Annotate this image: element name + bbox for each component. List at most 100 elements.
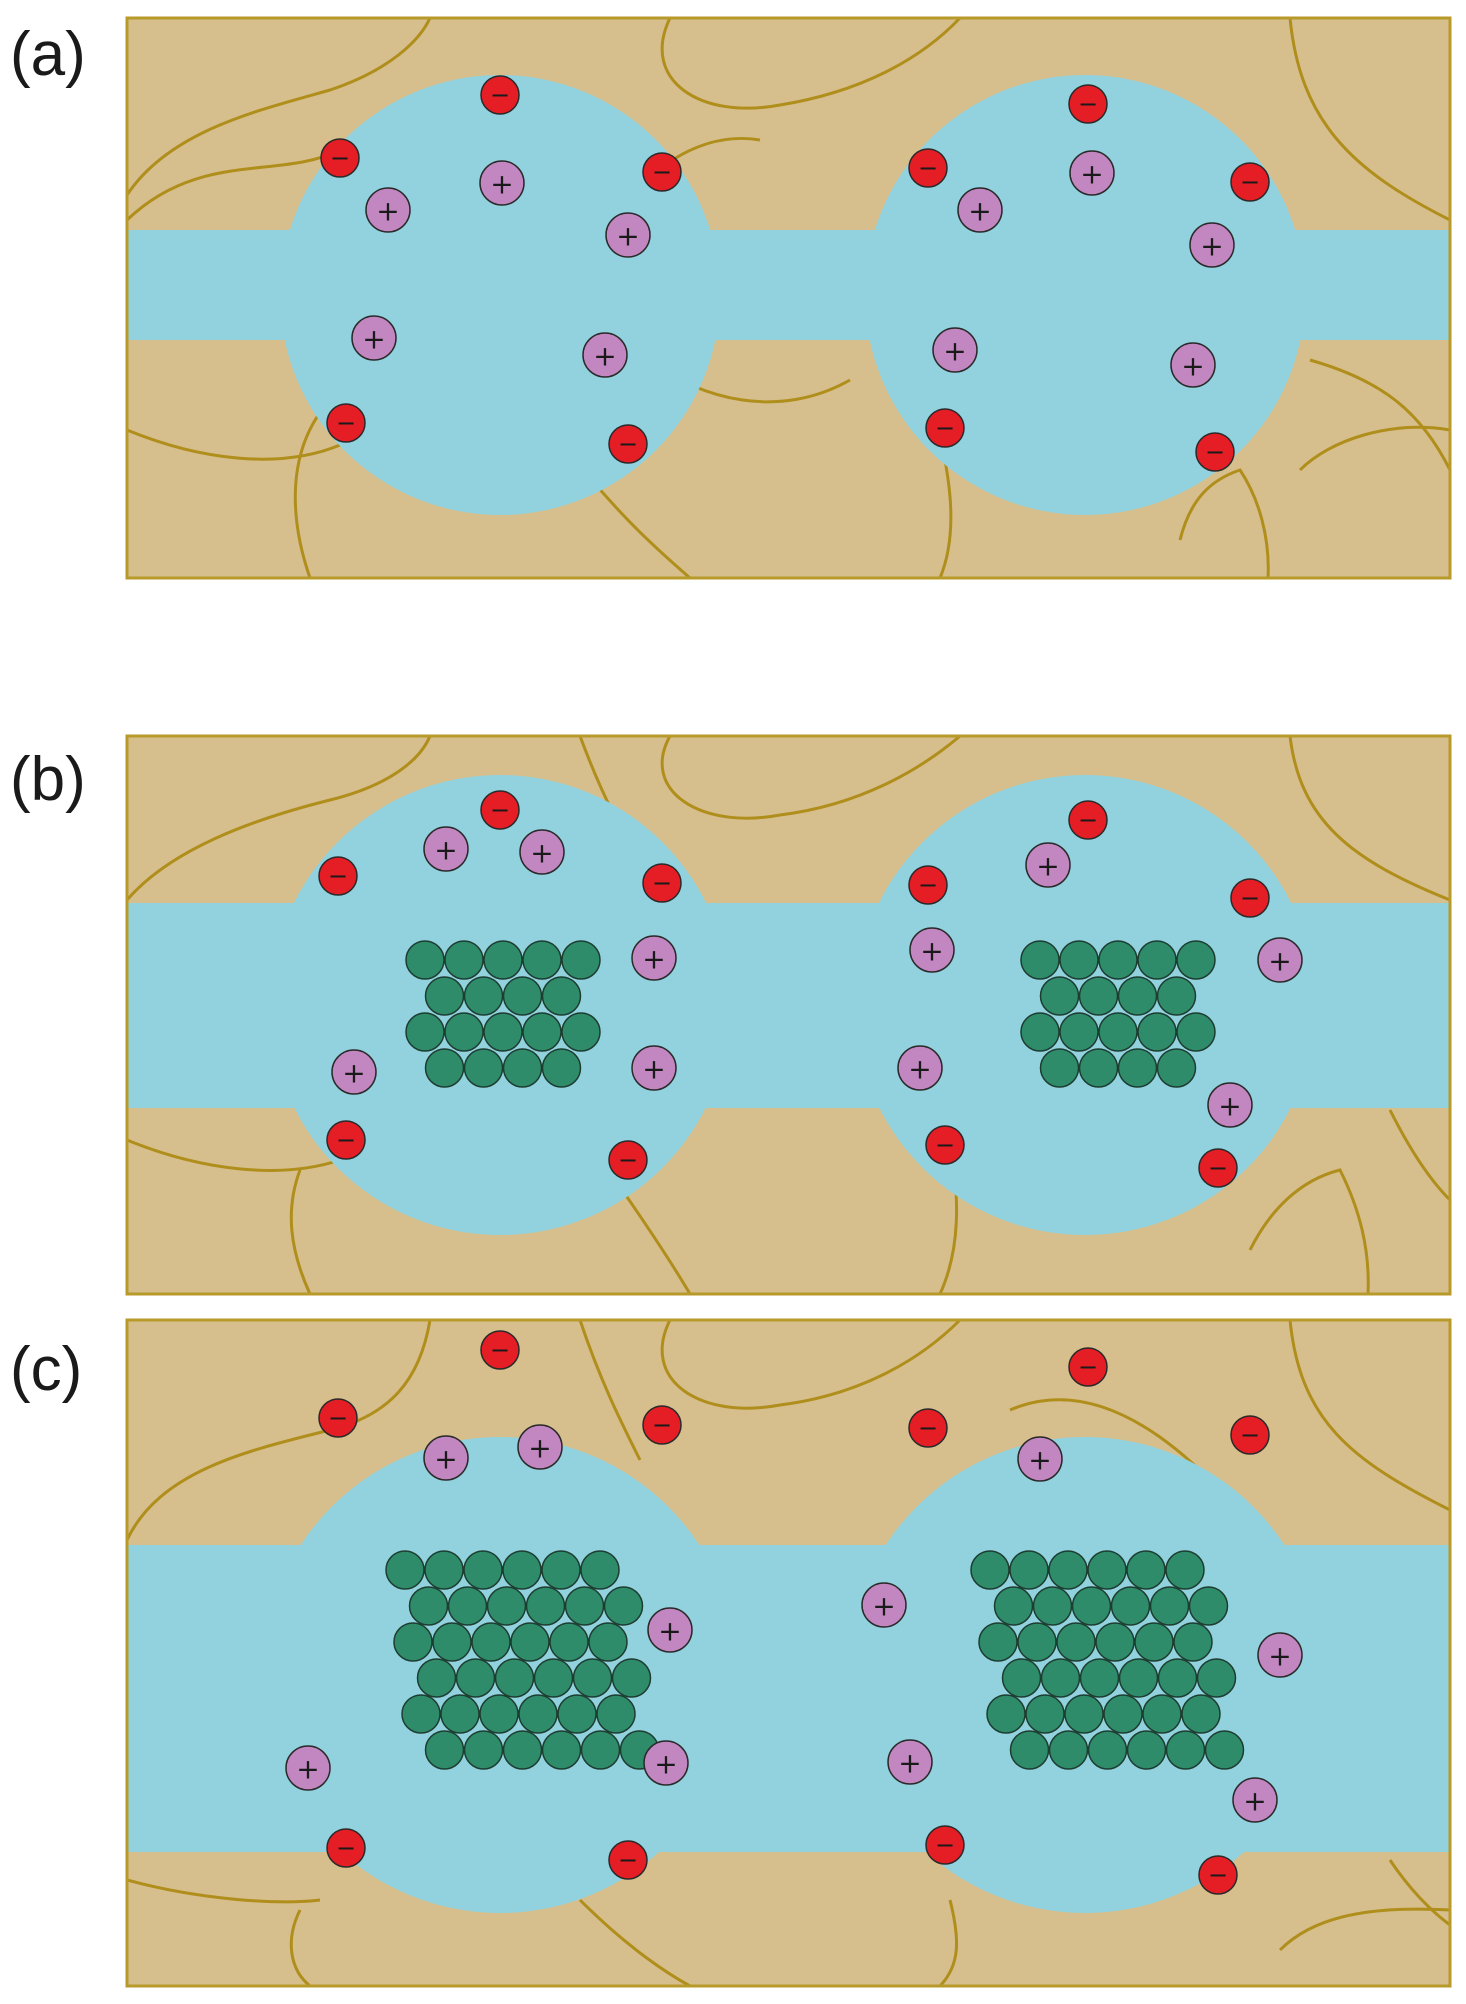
- minus-sign: −: [490, 796, 510, 824]
- fiber-strand: [289, 1909, 311, 1988]
- crystal-particle: [518, 1694, 558, 1734]
- fiber-strand: [1178, 468, 1270, 579]
- anion-circle: [1198, 1148, 1238, 1188]
- crystal-particle: [1020, 1012, 1060, 1052]
- crystal-particle: [1110, 1586, 1151, 1626]
- cation-ion: +: [285, 1745, 331, 1791]
- panel-b: −−−−−−−−−−++++++++++(b): [10, 734, 1452, 1296]
- panel-label: (c): [10, 1335, 82, 1404]
- anion-circle: [925, 408, 965, 448]
- fiber-strand: [1298, 425, 1451, 472]
- crystal-particle: [1156, 976, 1197, 1016]
- crystal-particle: [1204, 1730, 1245, 1770]
- anion-ion: −: [320, 138, 360, 178]
- anion-circle: [480, 1330, 520, 1370]
- anion-ion: −: [1198, 1148, 1238, 1188]
- cation-circle: [1257, 1632, 1303, 1678]
- minus-sign: −: [328, 862, 348, 890]
- anion-circle: [925, 1125, 965, 1165]
- anion-ion: −: [608, 424, 648, 464]
- anion-circle: [1068, 1347, 1108, 1387]
- crystal-particle: [1126, 1730, 1167, 1770]
- anion-circle: [608, 1840, 648, 1880]
- cation-ion: +: [1170, 342, 1216, 388]
- plus-sign: +: [434, 1443, 457, 1476]
- minus-sign: −: [935, 1131, 955, 1159]
- cation-circle: [479, 160, 525, 206]
- crystal-particle: [611, 1658, 652, 1698]
- anion-circle: [1068, 84, 1108, 124]
- crystal-particle: [561, 1012, 601, 1052]
- anion-ion: −: [318, 1398, 358, 1438]
- crystal-particle: [1181, 1694, 1221, 1734]
- anion-circle: [326, 1120, 366, 1160]
- plus-sign: +: [898, 1747, 921, 1780]
- crystal-particle: [502, 976, 543, 1016]
- cation-circle: [517, 1424, 563, 1470]
- fiber-strand: [125, 148, 341, 222]
- panel-border: [125, 1318, 1452, 1988]
- water-channel: [127, 1437, 1450, 1913]
- fiber-strand: [1288, 735, 1451, 902]
- crystal-particle: [525, 1586, 566, 1626]
- crystal-particle: [1176, 1012, 1216, 1052]
- cation-ion: +: [861, 1582, 907, 1628]
- plus-sign: +: [1218, 1090, 1241, 1123]
- crystal-particle: [603, 1586, 644, 1626]
- crystal-particle: [424, 1730, 465, 1770]
- cation-ion: +: [331, 1049, 377, 1095]
- crystal-particle: [479, 1694, 519, 1734]
- crystal-particle: [541, 1048, 582, 1088]
- cation-ion: +: [1069, 150, 1115, 196]
- anion-circle: [608, 1140, 648, 1180]
- fiber-strand: [578, 1319, 642, 1461]
- fiber-strand: [660, 16, 962, 110]
- crystal-particle: [1009, 1550, 1049, 1590]
- cation-circle: [1207, 1082, 1253, 1128]
- anion-ion: −: [925, 1125, 965, 1165]
- fiber-strand: [289, 1169, 312, 1295]
- panel-border: [125, 16, 1452, 580]
- crystal-particle: [588, 1622, 628, 1662]
- crystal-particle: [1039, 976, 1080, 1016]
- cation-ion: +: [1017, 1436, 1063, 1482]
- fiber-strand: [126, 1878, 321, 1904]
- crystal-particle: [1117, 1048, 1158, 1088]
- cation-circle: [631, 1045, 677, 1091]
- cation-ion: +: [631, 1045, 677, 1091]
- cation-circle: [1189, 222, 1235, 268]
- crystal-particle: [541, 1550, 581, 1590]
- anion-circle: [318, 856, 358, 896]
- crystal-particle: [572, 1658, 613, 1698]
- anion-circle: [1230, 162, 1270, 202]
- crystal-particle: [978, 1622, 1018, 1662]
- panel-label: (b): [10, 745, 86, 814]
- crystal-particle: [1103, 1694, 1143, 1734]
- anion-ion: −: [608, 1840, 648, 1880]
- plus-sign: +: [920, 935, 943, 968]
- minus-sign: −: [1240, 884, 1260, 912]
- plus-sign: +: [342, 1057, 365, 1090]
- cation-circle: [1017, 1436, 1063, 1482]
- plus-sign: +: [376, 195, 399, 228]
- crystal-particle: [1071, 1586, 1112, 1626]
- crystal-particle: [424, 1550, 464, 1590]
- crystal-particle: [1149, 1586, 1190, 1626]
- crystal-particle: [580, 1550, 620, 1590]
- plus-sign: +: [943, 335, 966, 368]
- crystal-particle: [1156, 1048, 1197, 1088]
- cation-circle: [1025, 842, 1071, 888]
- crystal-particle: [1020, 940, 1060, 980]
- anion-ion: −: [326, 403, 366, 443]
- fiber-network: [125, 1318, 1451, 1988]
- anion-ion: −: [925, 408, 965, 448]
- cation-circle: [1069, 150, 1115, 196]
- cation-ion: +: [517, 1424, 563, 1470]
- crystal-particle: [580, 1730, 621, 1770]
- anion-circle: [480, 75, 520, 115]
- anion-ion: −: [642, 152, 682, 192]
- anion-circle: [642, 152, 682, 192]
- crystal-particle: [510, 1622, 550, 1662]
- plus-sign: +: [1028, 1444, 1051, 1477]
